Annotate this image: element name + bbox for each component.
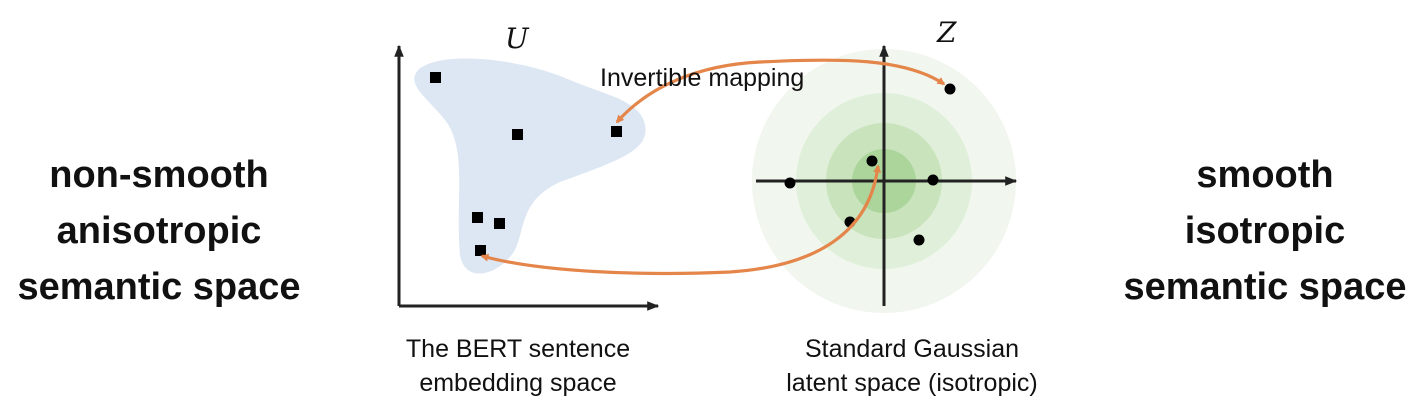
mapping-arrow-bottom xyxy=(480,164,882,276)
latent-space-symbol: Z xyxy=(936,16,957,49)
embedding-point xyxy=(611,126,622,137)
bert-space-caption: The BERT sentence embedding space xyxy=(368,332,668,400)
gaussian-caption-line-1: Standard Gaussian xyxy=(804,335,1020,363)
right-label-line-2: isotropic xyxy=(1184,210,1346,252)
latent-point xyxy=(784,177,796,189)
right-label-line-3: semantic space xyxy=(1123,266,1407,308)
invertible-mapping-arrows xyxy=(480,58,946,276)
embedding-point xyxy=(494,218,505,229)
right-label-line-1: smooth xyxy=(1196,154,1334,196)
left-label-line-1: non-smooth xyxy=(49,154,269,196)
bert-caption-line-1: The BERT sentence xyxy=(405,335,631,363)
latent-point xyxy=(944,83,956,95)
embedding-point xyxy=(512,129,523,140)
gaussian-space-caption: Standard Gaussian latent space (isotropi… xyxy=(752,332,1072,400)
latent-point xyxy=(866,155,878,167)
bert-caption-line-2: embedding space xyxy=(419,369,617,397)
left-label-line-3: semantic space xyxy=(17,266,301,308)
embedding-point xyxy=(472,212,483,223)
latent-point xyxy=(913,234,925,246)
left-space-description: non-smooth anisotropic semantic space xyxy=(0,147,318,315)
left-label-line-2: anisotropic xyxy=(56,210,262,252)
embedding-space-symbol: U xyxy=(505,22,530,55)
mapping-arrow-top xyxy=(615,58,946,124)
latent-point xyxy=(927,174,939,186)
invertible-mapping-label: Invertible mapping xyxy=(600,64,804,92)
right-space-description: smooth isotropic semantic space xyxy=(1108,147,1422,315)
embedding-point xyxy=(430,72,441,83)
gaussian-caption-line-2: latent space (isotropic) xyxy=(786,369,1038,397)
embedding-point xyxy=(475,245,486,256)
